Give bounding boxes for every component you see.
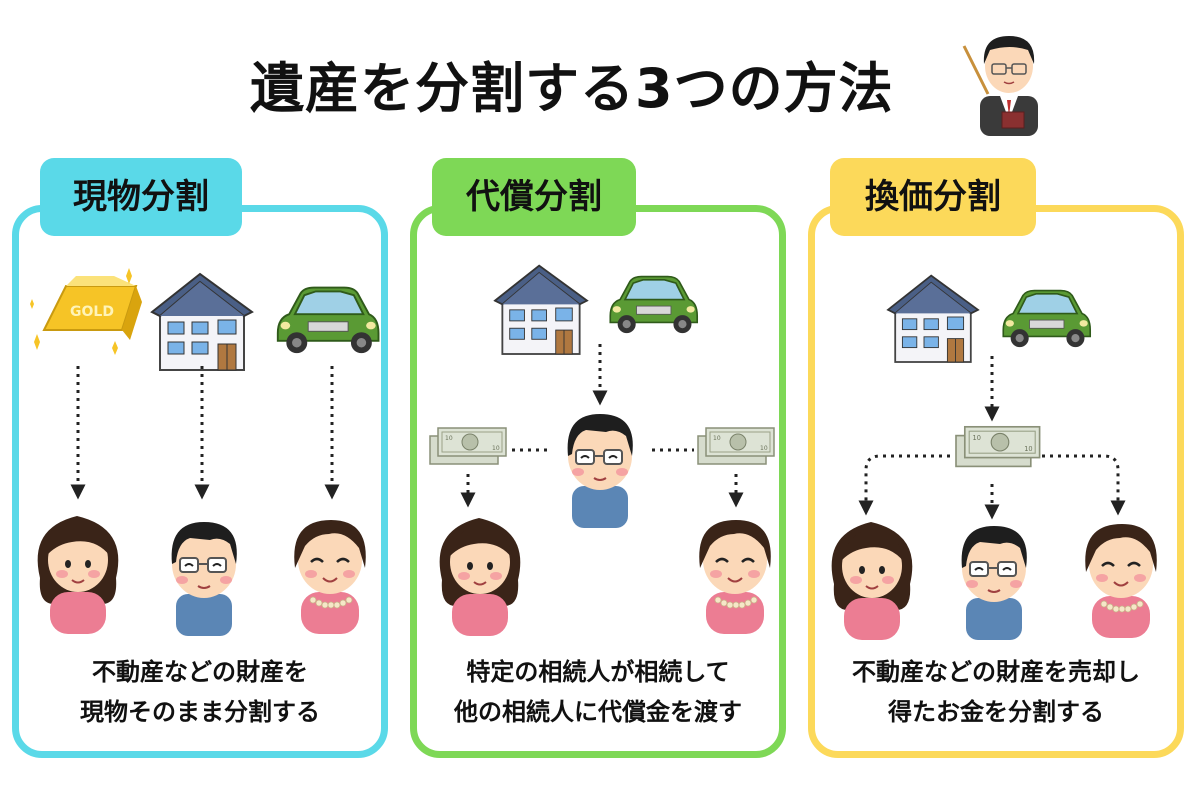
caption-compensatory: 特定の相続人が相続して 他の相続人に代償金を渡す (413, 652, 783, 732)
caption-line: 不動産などの財産を売却し (852, 658, 1140, 686)
caption-line: 他の相続人に代償金を渡す (454, 698, 742, 726)
caption-line: 特定の相続人が相続して (466, 658, 730, 686)
panel-tag-compensatory: 代償分割 (432, 158, 636, 236)
caption-line: 得たお金を分割する (888, 698, 1104, 726)
caption-physical: 不動産などの財産を 現物そのまま分割する (15, 652, 385, 732)
panel-tag-physical: 現物分割 (40, 158, 242, 236)
caption-line: 現物そのまま分割する (80, 698, 320, 726)
caption-conversion: 不動産などの財産を売却し 得たお金を分割する (811, 652, 1181, 732)
caption-line: 不動産などの財産を (92, 658, 308, 686)
teacher-icon (962, 36, 1038, 136)
page-title: 遺産を分割する3つの方法 (250, 57, 894, 120)
panel-tag-conversion: 換価分割 (830, 158, 1036, 236)
